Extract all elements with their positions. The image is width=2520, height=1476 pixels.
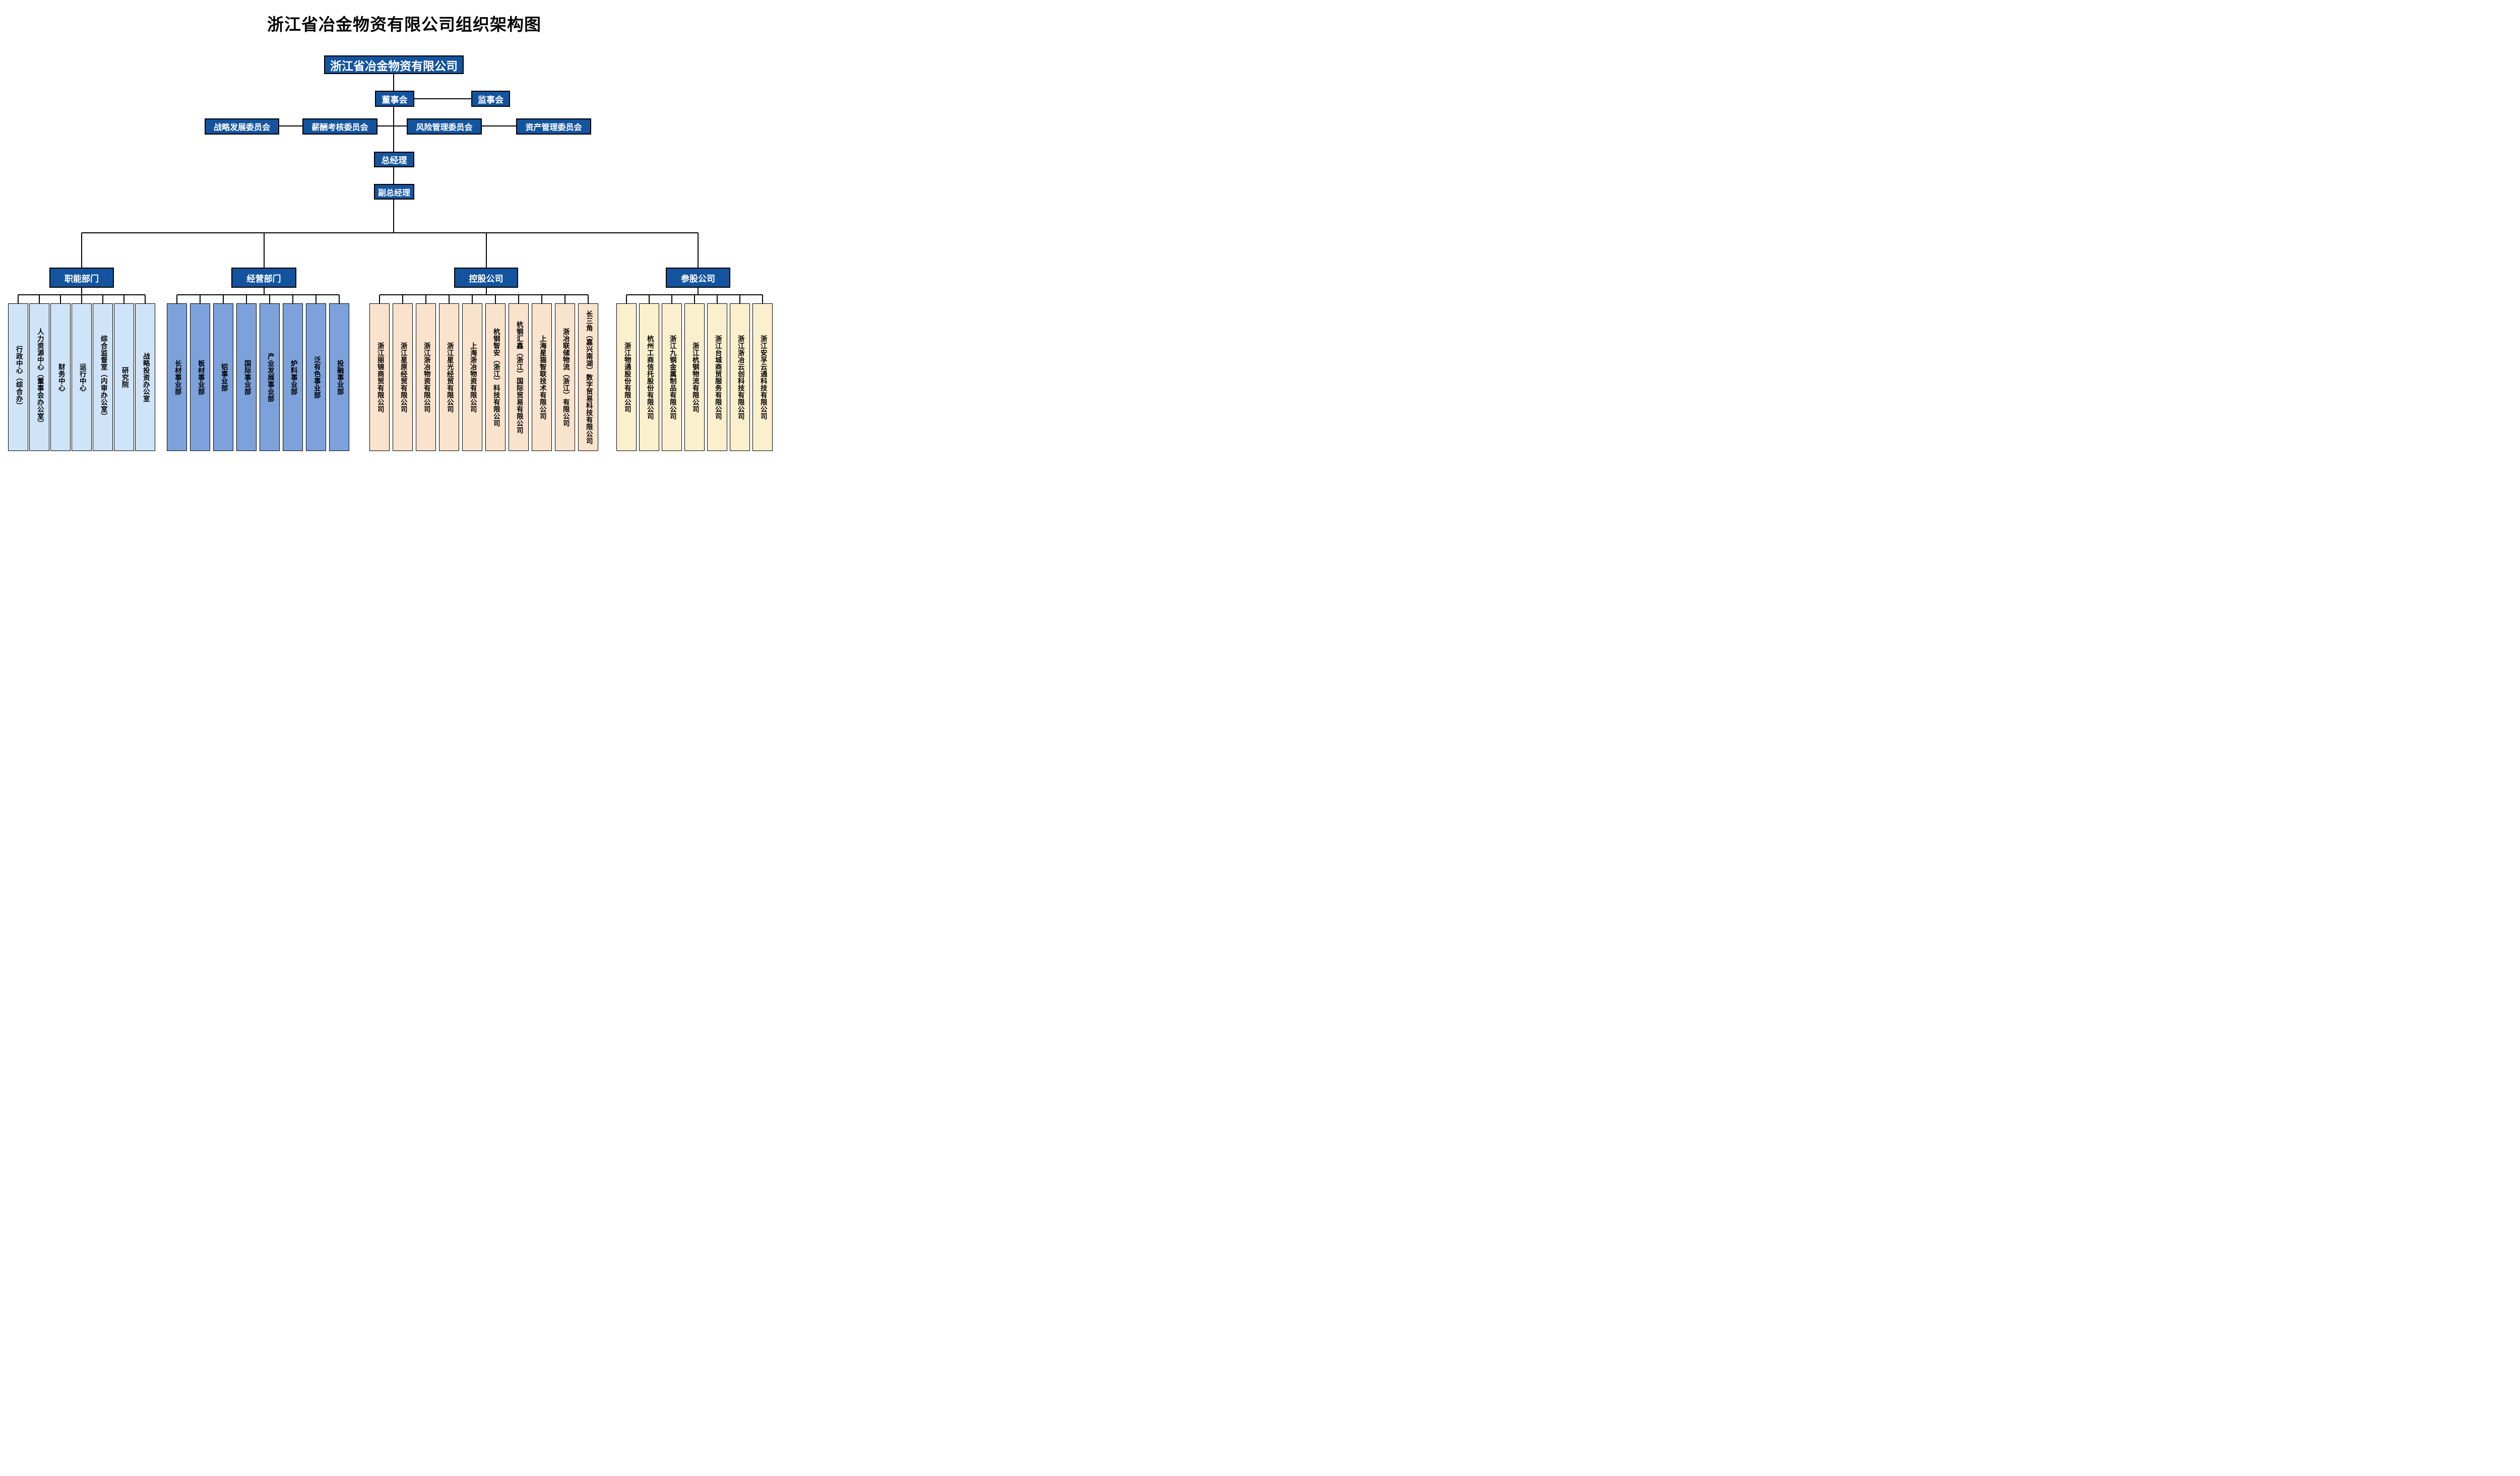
connector-line: [81, 295, 82, 304]
connector-line: [200, 295, 201, 304]
connector-line: [123, 295, 124, 304]
connector-line: [176, 295, 177, 304]
org-child-box: 浙江物通股份有限公司: [616, 303, 637, 451]
org-child-box: 产业发展事业部: [260, 303, 280, 451]
org-child-box: 浙江台城商贸服务有限公司: [707, 303, 727, 451]
org-child-box: 浙江安孚云通科技有限公司: [752, 303, 773, 451]
org-child-box: 浙江星光经贸有限公司: [439, 303, 459, 451]
connector-line: [279, 125, 302, 126]
connector-line: [393, 107, 394, 152]
connector-line: [18, 295, 19, 304]
connector-line: [380, 294, 588, 295]
connector-line: [379, 295, 380, 304]
connector-line: [485, 233, 487, 268]
node-board: 董事会: [375, 91, 414, 107]
org-child-box: 板材事业部: [190, 303, 210, 451]
connector-line: [698, 233, 699, 268]
org-child-box: 浙江星原经贸有限公司: [393, 303, 413, 451]
group-header-functional-departments: 职能部门: [49, 268, 114, 288]
org-child-box: 浙江杭钢物流有限公司: [684, 303, 705, 451]
connector-line: [698, 288, 699, 295]
connector-line: [694, 295, 695, 304]
org-child-box: 炉料事业部: [283, 303, 303, 451]
org-child-box: 上海浙冶物资有限公司: [462, 303, 482, 451]
chart-title: 浙江省冶金物资有限公司组织架构图: [267, 15, 541, 34]
group-header-business-departments: 经营部门: [231, 268, 296, 288]
org-child-box: 运行中心: [72, 303, 92, 451]
connector-line: [518, 295, 519, 304]
org-child-box: 浙冶联储物流（浙江）有限公司: [555, 303, 575, 451]
connector-line: [485, 288, 487, 295]
connector-line: [425, 295, 426, 304]
org-child-box: 研究院: [114, 303, 134, 451]
org-child-box: 浙江丽锦商贸有限公司: [369, 303, 390, 451]
connector-line: [564, 295, 565, 304]
connector-line: [671, 295, 672, 304]
connector-line: [472, 295, 473, 304]
connector-line: [81, 288, 82, 295]
org-child-box: 杭钢汇鑫（浙江）国际贸易有限公司: [509, 303, 529, 451]
connector-line: [316, 295, 317, 304]
connector-line: [339, 295, 340, 304]
connector-line: [495, 295, 496, 304]
connector-line: [717, 295, 718, 304]
org-child-box: 投融事业部: [329, 303, 349, 451]
node-committee-strategy: 战略发展委员会: [205, 118, 279, 135]
group-header-participating-companies: 参股公司: [666, 268, 730, 288]
connector-line: [39, 295, 40, 304]
connector-line: [649, 295, 650, 304]
node-general-manager: 总经理: [374, 152, 414, 167]
org-child-box: 铝事业部: [213, 303, 233, 451]
connector-line: [402, 295, 403, 304]
node-committee-asset: 资产管理委员会: [516, 118, 591, 135]
node-committee-compensation: 薪酬考核委员会: [302, 118, 377, 135]
connector-line: [269, 295, 270, 304]
connector-line: [588, 295, 589, 304]
org-child-box: 泛有色事业部: [306, 303, 326, 451]
connector-line: [762, 295, 763, 304]
connector-line: [414, 98, 471, 99]
node-supervisory-board: 监事会: [471, 91, 510, 107]
org-child-box: 杭州工商信托股份有限公司: [639, 303, 659, 451]
connector-line: [145, 295, 146, 304]
org-child-box: 战略投资办公室: [135, 303, 155, 451]
connector-line: [102, 295, 103, 304]
connector-line: [82, 232, 698, 233]
org-chart: 浙江省冶金物资有限公司组织架构图 浙江省冶金物资有限公司 董事会 监事会 战略发…: [0, 0, 779, 456]
org-child-box: 浙江九钢金属制品有限公司: [662, 303, 682, 451]
org-child-box: 浙江浙冶物资有限公司: [416, 303, 436, 451]
org-child-box: 长材事业部: [167, 303, 187, 451]
connector-line: [393, 74, 394, 91]
node-deputy-general-manager: 副总经理: [374, 184, 414, 200]
connector-line: [263, 288, 265, 295]
org-child-box: 长三角（嘉兴南湖）数字贸易科技有限公司: [578, 303, 598, 451]
connector-line: [393, 167, 394, 184]
org-child-box: 财务中心: [50, 303, 71, 451]
connector-line: [377, 125, 407, 126]
group-header-holding-companies: 控股公司: [454, 268, 518, 288]
connector-line: [246, 295, 247, 304]
connector-line: [292, 295, 293, 304]
connector-line: [449, 295, 450, 304]
org-child-box: 上海星猫智联技术有限公司: [532, 303, 552, 451]
connector-line: [177, 294, 339, 295]
connector-line: [60, 295, 61, 304]
org-child-box: 综合监督室（内审办公室）: [93, 303, 113, 451]
node-committee-risk: 风险管理委员会: [407, 118, 482, 135]
connector-line: [263, 233, 265, 268]
org-child-box: 杭钢智安（浙江）科技有限公司: [485, 303, 506, 451]
connector-line: [482, 125, 516, 126]
org-child-box: 人力资源中心（董事会办公室）: [29, 303, 49, 451]
connector-line: [541, 295, 542, 304]
org-child-box: 行政中心（综合办）: [8, 303, 28, 451]
connector-line: [223, 295, 224, 304]
node-company: 浙江省冶金物资有限公司: [324, 55, 464, 74]
org-child-box: 国际事业部: [236, 303, 257, 451]
connector-line: [393, 200, 394, 233]
connector-line: [739, 295, 740, 304]
org-child-box: 浙江浙冶云创科技有限公司: [730, 303, 750, 451]
connector-line: [81, 233, 82, 268]
connector-line: [626, 295, 627, 304]
